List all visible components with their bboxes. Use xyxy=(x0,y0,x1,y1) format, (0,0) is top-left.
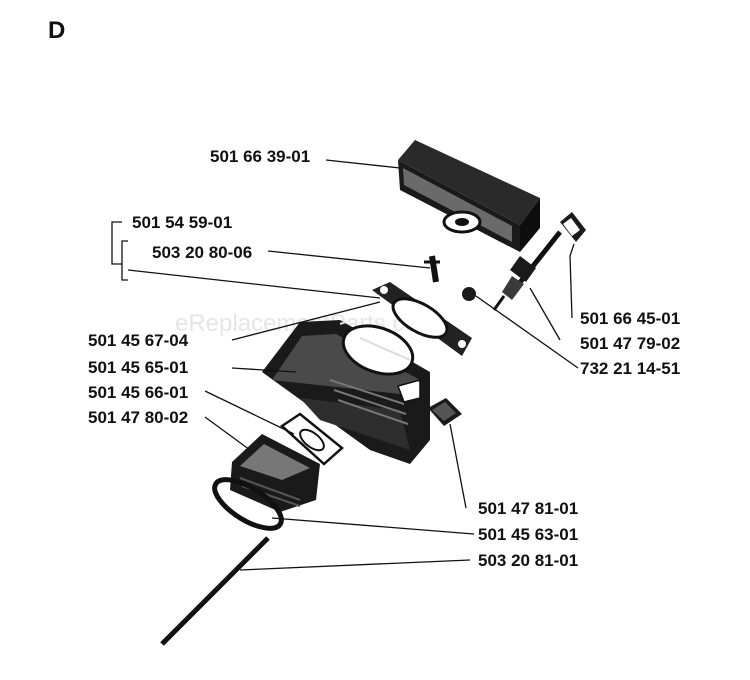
ball-part xyxy=(462,287,476,301)
intake-flange xyxy=(372,282,472,356)
part-label-501-45-65-01: 501 45 65-01 xyxy=(88,358,188,377)
section-label: D xyxy=(48,17,65,44)
part-label-501-47-80-02: 501 47 80-02 xyxy=(88,408,188,427)
piston-ring xyxy=(212,477,284,531)
long-pin xyxy=(160,536,270,646)
part-label-503-20-80-06: 503 20 80-06 xyxy=(152,243,252,262)
part-label-501-47-79-02: 501 47 79-02 xyxy=(580,334,680,353)
air-filter-cover xyxy=(398,140,540,252)
stud-bolt xyxy=(424,255,440,283)
part-label-501-45-63-01: 501 45 63-01 xyxy=(478,525,578,544)
part-label-501-45-66-01: 501 45 66-01 xyxy=(88,383,188,402)
piston xyxy=(230,434,320,512)
spark-plug-cap xyxy=(512,212,586,292)
spark-plug xyxy=(492,256,536,311)
part-labels: 501 66 39-01 501 54 59-01 503 20 80-06 5… xyxy=(88,147,680,570)
part-label-501-54-59-01: 501 54 59-01 xyxy=(132,213,232,232)
part-label-501-66-39-01: 501 66 39-01 xyxy=(210,147,310,166)
base-gasket xyxy=(279,412,344,466)
part-label-732-21-14-51: 732 21 14-51 xyxy=(580,359,680,378)
small-block-part xyxy=(428,398,462,426)
part-label-501-45-67-04: 501 45 67-04 xyxy=(88,331,189,350)
part-label-501-66-45-01: 501 66 45-01 xyxy=(580,309,680,328)
leader-lines xyxy=(111,159,579,571)
part-label-503-20-81-01: 503 20 81-01 xyxy=(478,551,578,570)
part-label-501-47-81-01: 501 47 81-01 xyxy=(478,499,578,518)
cylinder xyxy=(262,320,430,464)
